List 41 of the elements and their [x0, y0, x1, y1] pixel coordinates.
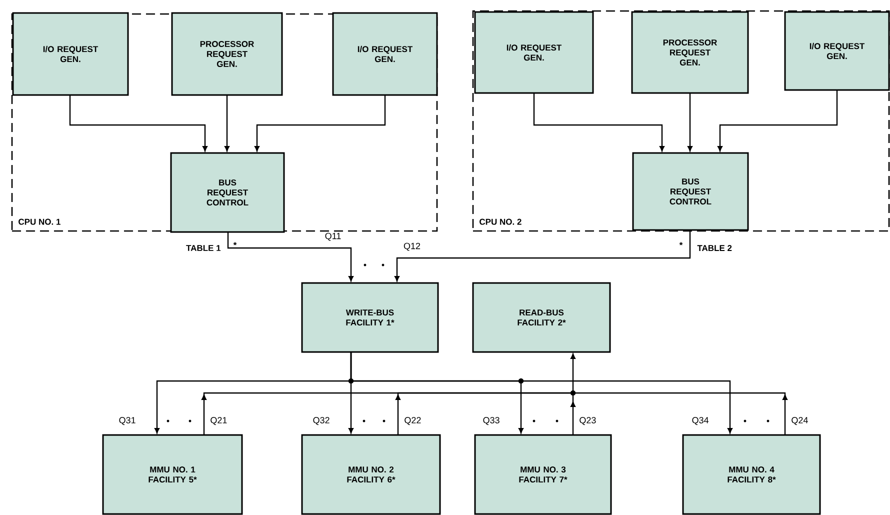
edge-label: Q21	[210, 417, 227, 425]
arrow	[570, 354, 576, 393]
arrow	[394, 230, 691, 282]
arrow	[573, 392, 788, 435]
process-box: MMU NO. 1 FACILITY 5*	[102, 434, 243, 515]
edge-label: Q34	[692, 417, 709, 425]
arrow	[69, 95, 208, 152]
arrow	[396, 392, 573, 435]
process-box: MMU NO. 4 FACILITY 8*	[682, 434, 821, 515]
process-box: PROCESSOR REQUEST GEN.	[171, 12, 283, 96]
edge-label: Q12	[404, 242, 420, 251]
edge-label: Q32	[313, 417, 330, 425]
edge-label: Q31	[119, 417, 136, 425]
edge-label: Q23	[580, 417, 596, 425]
process-box: MMU NO. 3 FACILITY 7*	[474, 434, 612, 515]
arrow	[227, 232, 354, 282]
process-box: I/O REQUEST GEN.	[784, 11, 890, 91]
arrow	[350, 352, 732, 434]
note-label: *	[233, 242, 237, 246]
process-box: WRITE-BUS FACILITY 1*	[301, 282, 439, 353]
arrow	[224, 95, 230, 152]
edge-label: Q24	[792, 417, 808, 425]
note-label: TABLE 1	[186, 245, 221, 251]
edge-label: Q22	[404, 417, 421, 425]
arrow	[688, 93, 692, 152]
process-box: BUS REQUEST CONTROL	[632, 152, 749, 231]
arrow	[718, 90, 838, 152]
process-box: I/O REQUEST GEN.	[332, 12, 438, 96]
process-box: I/O REQUEST GEN.	[474, 11, 594, 94]
arrow	[254, 95, 386, 152]
arrow	[533, 93, 664, 152]
edge-label: Q11	[325, 232, 341, 241]
process-box: PROCESSOR REQUEST GEN.	[631, 11, 749, 94]
process-box: I/O REQUEST GEN.	[12, 12, 129, 96]
process-box: MMU NO. 2 FACILITY 6*	[301, 434, 441, 515]
arrow	[570, 393, 576, 435]
edge-label: Q33	[483, 417, 500, 425]
note-label: TABLE 2	[697, 245, 732, 251]
note-label: *	[679, 242, 683, 246]
process-box: BUS REQUEST CONTROL	[170, 152, 285, 233]
process-box: READ-BUS FACILITY 2*	[472, 282, 611, 353]
